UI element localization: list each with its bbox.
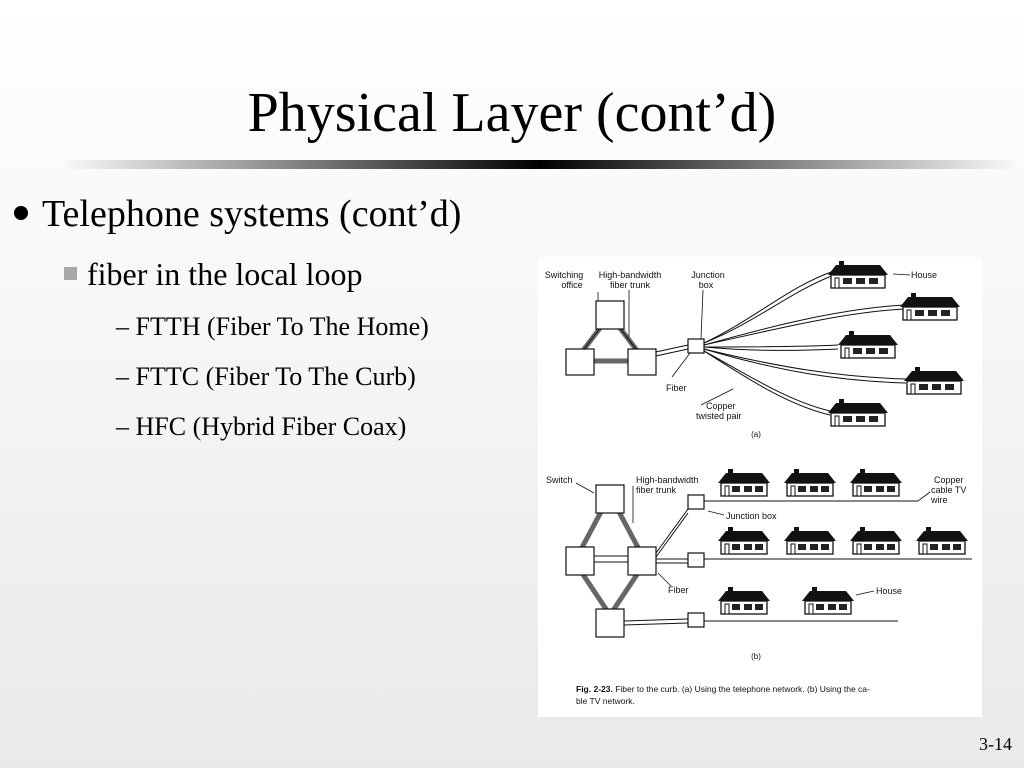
slide-number: 3-14 bbox=[979, 734, 1012, 754]
svg-text:box: box bbox=[699, 280, 714, 290]
svg-text:(b): (b) bbox=[751, 652, 761, 661]
svg-text:High-bandwidth: High-bandwidth bbox=[599, 270, 662, 280]
svg-text:House: House bbox=[911, 270, 937, 280]
bullet-ftth: – FTTH (Fiber To The Home) bbox=[116, 312, 429, 341]
title-divider bbox=[60, 160, 1020, 169]
bullet-level1: Telephone systems (cont’d) bbox=[14, 190, 461, 238]
svg-text:Switch: Switch bbox=[546, 475, 573, 485]
svg-text:wire: wire bbox=[930, 495, 948, 505]
svg-text:Copper: Copper bbox=[934, 475, 964, 485]
diagram-a: Switching office High-bandwidth fiber tr… bbox=[545, 260, 965, 439]
bullet-square-icon bbox=[64, 267, 77, 281]
diagram-b: Switch High-bandwidth fiber trunk Copper… bbox=[546, 468, 972, 661]
bullet-level1-text: Telephone systems (cont’d) bbox=[42, 193, 462, 235]
bullet-level2-text: fiber in the local loop bbox=[87, 256, 363, 292]
svg-text:House: House bbox=[876, 586, 902, 596]
svg-text:Fiber: Fiber bbox=[666, 383, 687, 393]
figure-caption: Fig. 2-23. Fiber to the curb. (a) Using … bbox=[576, 684, 870, 694]
svg-text:Junction: Junction bbox=[691, 270, 725, 280]
figure-caption-line2: ble TV network. bbox=[576, 696, 635, 706]
svg-text:fiber trunk: fiber trunk bbox=[636, 485, 677, 495]
svg-text:cable TV: cable TV bbox=[931, 485, 966, 495]
bullet-level2: fiber in the local loop bbox=[64, 252, 362, 296]
fiber-to-the-curb-figure: Switching office High-bandwidth fiber tr… bbox=[538, 257, 982, 717]
svg-text:twisted pair: twisted pair bbox=[696, 411, 742, 421]
bullet-hfc: – HFC (Hybrid Fiber Coax) bbox=[116, 412, 407, 441]
slide-title: Physical Layer (cont’d) bbox=[247, 82, 777, 144]
svg-text:Junction box: Junction box bbox=[726, 511, 777, 521]
svg-text:office: office bbox=[561, 280, 582, 290]
svg-text:(a): (a) bbox=[751, 430, 761, 439]
svg-text:Switching: Switching bbox=[545, 270, 584, 280]
svg-text:High-bandwidth: High-bandwidth bbox=[636, 475, 699, 485]
bullet-dot-icon bbox=[14, 206, 28, 221]
svg-text:Copper: Copper bbox=[706, 401, 736, 411]
bullet-fttc: – FTTC (Fiber To The Curb) bbox=[116, 362, 416, 391]
svg-text:fiber trunk: fiber trunk bbox=[610, 280, 651, 290]
svg-text:Fiber: Fiber bbox=[668, 585, 689, 595]
